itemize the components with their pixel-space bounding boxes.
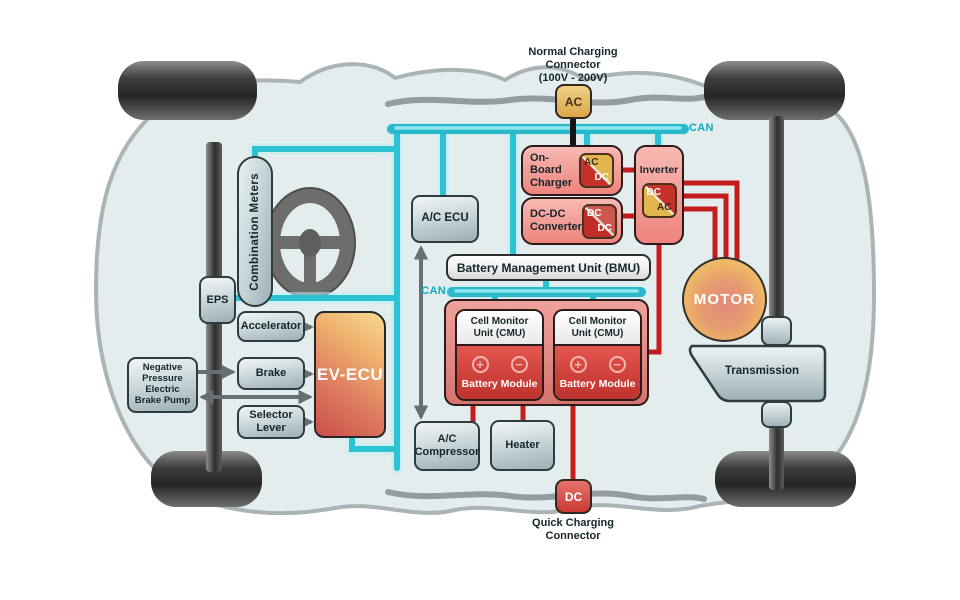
can-line-evecu — [349, 433, 397, 452]
icon-dc-bottom-text: DC — [597, 222, 612, 234]
wheel-front-left — [118, 61, 257, 120]
heater-box: Heater — [490, 420, 555, 471]
on-board-charger-label: On-Board Charger — [530, 151, 573, 189]
can-label-mid: CAN — [421, 285, 446, 297]
can-bus-top — [387, 124, 689, 134]
dcdc-converter-label: DC-DC Converter — [530, 208, 582, 233]
power-lines — [470, 167, 740, 483]
battery-module-body: + − Battery Module — [457, 346, 542, 399]
can-line-meters — [252, 146, 397, 165]
power-inverter-motor-2 — [683, 193, 729, 263]
dc-connector: DC — [555, 479, 592, 514]
can-bus-mid — [447, 287, 646, 297]
steering-wheel-icon — [264, 187, 356, 299]
ac-compressor-box: A/C Compressor — [414, 421, 480, 471]
icon-dc-top-text: DC — [586, 207, 602, 219]
battery-module-2: Cell Monitor Unit (CMU) + − Battery Modu… — [553, 309, 642, 401]
can-label-top: CAN — [689, 122, 714, 134]
power-inverter-battery — [648, 243, 662, 355]
ac-dc-converter-icon: AC DC — [579, 153, 614, 188]
cmu-header: Cell Monitor Unit (CMU) — [555, 311, 640, 346]
icon-ac-text: AC — [657, 202, 672, 213]
combination-meters-box: Combination Meters — [237, 156, 273, 307]
brake-box: Brake — [237, 357, 305, 390]
ac-ecu-box: A/C ECU — [411, 195, 479, 243]
inverter-label: Inverter — [639, 164, 679, 176]
transmission-shape — [688, 344, 827, 403]
ac-connector: AC — [555, 84, 592, 119]
on-board-charger-box: On-Board Charger AC DC — [521, 145, 623, 196]
quick-charging-label: Quick Charging Connector — [532, 517, 614, 543]
icon-dc-text: DC — [594, 172, 609, 183]
icon-dc-text: DC — [646, 187, 661, 198]
minus-terminal-icon: − — [608, 355, 626, 373]
power-inverter-motor-3 — [683, 206, 718, 264]
plus-terminal-icon: + — [471, 355, 489, 373]
inverter-box: Inverter DC AC — [634, 145, 684, 245]
signal-arrows — [197, 245, 429, 430]
wheel-front-right — [704, 61, 845, 120]
eps-box: EPS — [199, 276, 236, 324]
transmission-label: Transmission — [724, 365, 800, 377]
power-inverter-motor-1 — [683, 180, 740, 262]
dc-dc-converter-icon: DC DC — [581, 203, 617, 239]
cmu-header: Cell Monitor Unit (CMU) — [457, 311, 542, 346]
minus-terminal-icon: − — [510, 355, 528, 373]
wheel-rear-left — [151, 451, 262, 507]
combination-meters-label: Combination Meters — [249, 172, 261, 291]
motor-circle: MOTOR — [682, 257, 767, 342]
battery-module-body: + − Battery Module — [555, 346, 640, 399]
accelerator-box: Accelerator — [237, 311, 305, 342]
wheel-rear-right — [715, 451, 856, 507]
bmu-box: Battery Management Unit (BMU) — [446, 254, 651, 281]
brake-pump-box: Negative Pressure Electric Brake Pump — [127, 357, 198, 413]
icon-ac-text: AC — [584, 157, 599, 168]
dc-ac-converter-icon: DC AC — [641, 183, 677, 218]
battery-module-label: Battery Module — [461, 377, 538, 390]
normal-charging-label: Normal Charging Connector (100V - 200V) — [528, 46, 618, 85]
battery-module-label: Battery Module — [559, 377, 636, 390]
battery-pack: Cell Monitor Unit (CMU) + − Battery Modu… — [444, 299, 649, 406]
ev-ecu-box: EV-ECU — [314, 311, 386, 438]
selector-lever-box: Selector Lever — [237, 405, 305, 439]
plus-terminal-icon: + — [569, 355, 587, 373]
dcdc-converter-box: DC-DC Converter DC DC — [521, 197, 623, 245]
battery-module-1: Cell Monitor Unit (CMU) + − Battery Modu… — [455, 309, 544, 401]
